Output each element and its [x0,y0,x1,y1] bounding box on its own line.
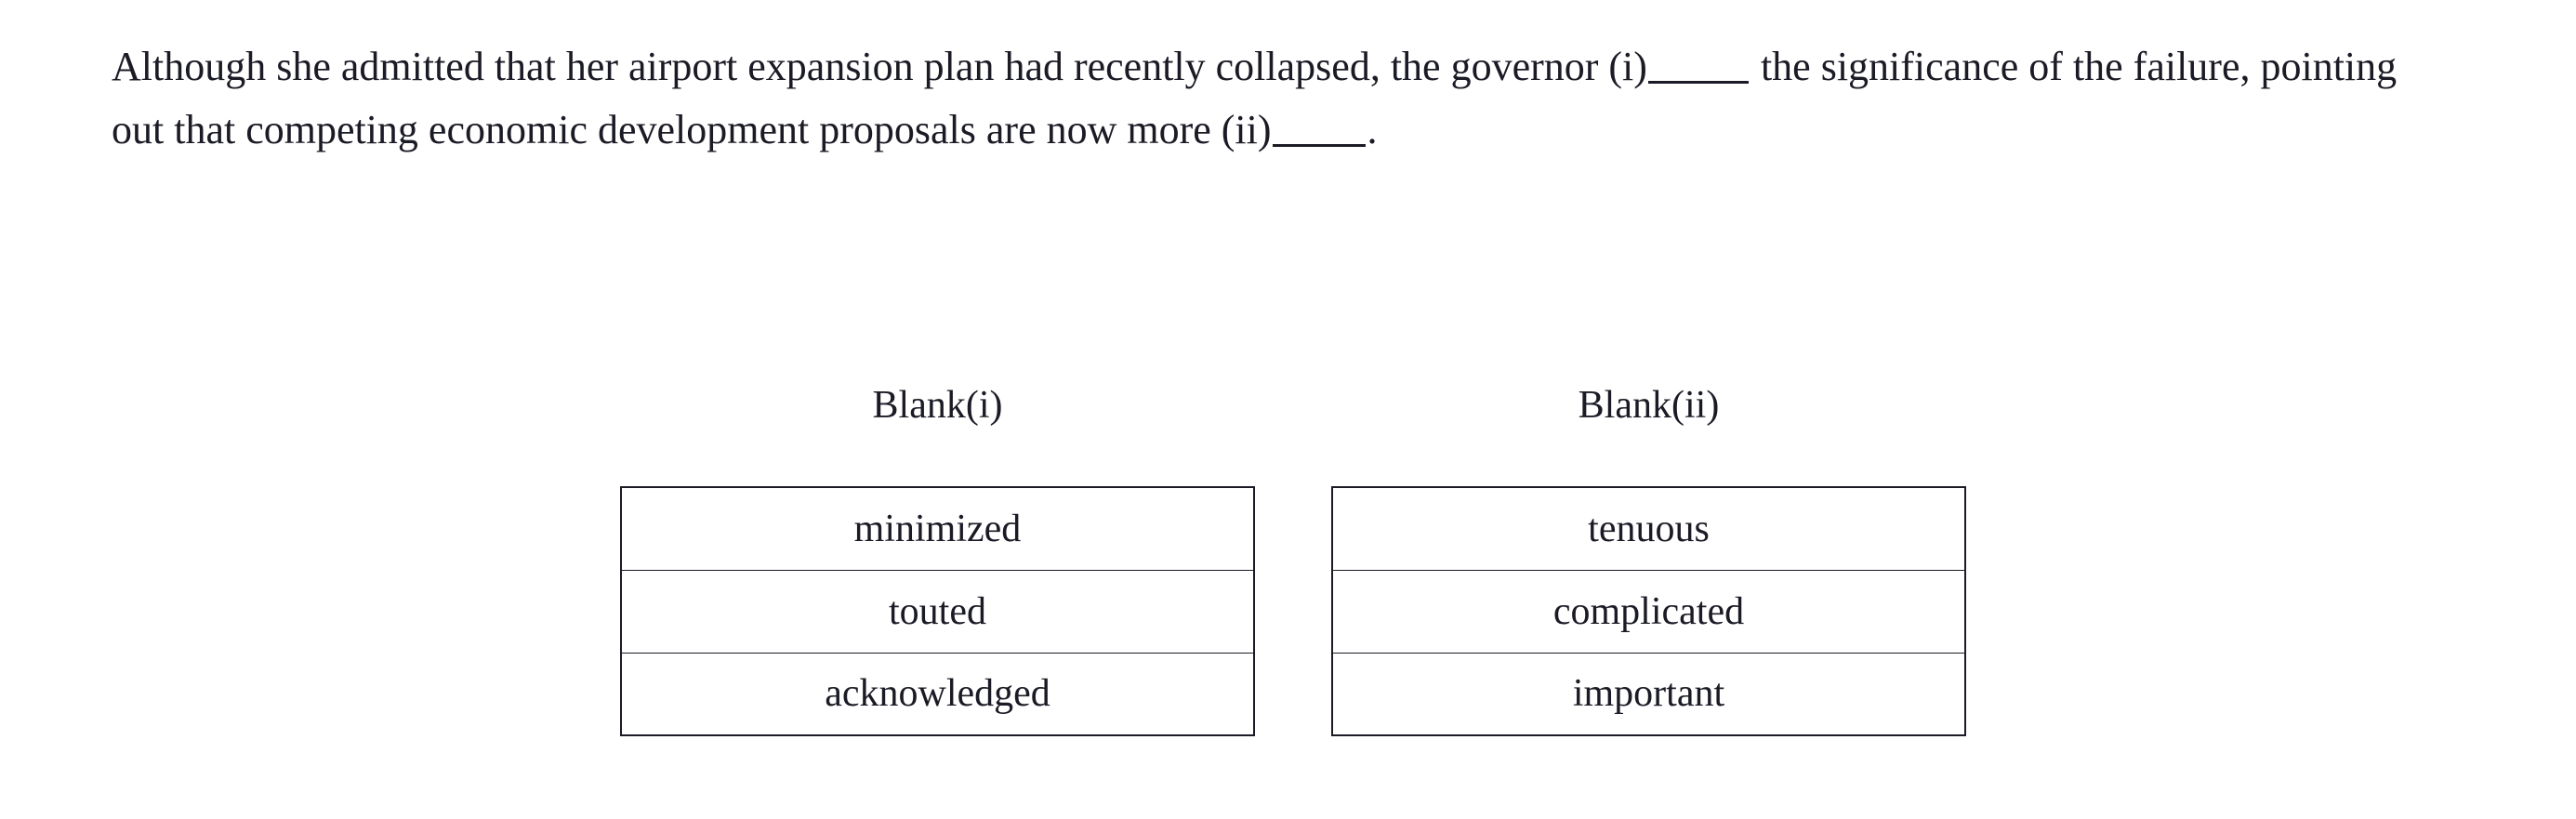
blank-ii-option-1[interactable]: tenuous [1332,487,1965,571]
table-row[interactable]: important [1332,652,1965,735]
blank-i-rule [1647,81,1749,84]
blank-i-option-2[interactable]: touted [621,569,1254,654]
question-sentence-part-1: Although she admitted that her airport e… [112,44,1647,89]
question-sentence-part-2: the significance of the failure, pointin… [112,44,2398,152]
blank-i-heading: Blank(i) [872,384,1003,427]
table-row[interactable]: complicated [1332,569,1965,654]
table-row[interactable]: minimized [621,487,1254,571]
question-stem: Although she admitted that her airport e… [112,35,2436,162]
blank-ii-heading: Blank(ii) [1578,384,1720,427]
table-row[interactable]: touted [621,569,1254,654]
blank-ii-rule [1272,144,1366,147]
blank-ii-option-3[interactable]: important [1332,652,1965,735]
blank-i-option-table: minimized touted acknowledged [620,486,1255,736]
blank-ii-group: Blank(ii) tenuous complicated important [1331,381,1966,736]
blank-i-group: Blank(i) minimized touted acknowledged [620,381,1255,736]
table-row[interactable]: acknowledged [621,652,1254,735]
blank-ii-option-table: tenuous complicated important [1331,486,1966,736]
table-row[interactable]: tenuous [1332,487,1965,571]
blank-i-option-3[interactable]: acknowledged [621,652,1254,735]
blank-i-option-1[interactable]: minimized [621,487,1254,571]
blank-ii-option-2[interactable]: complicated [1332,569,1965,654]
question-sentence-part-3: . [1367,107,1378,152]
